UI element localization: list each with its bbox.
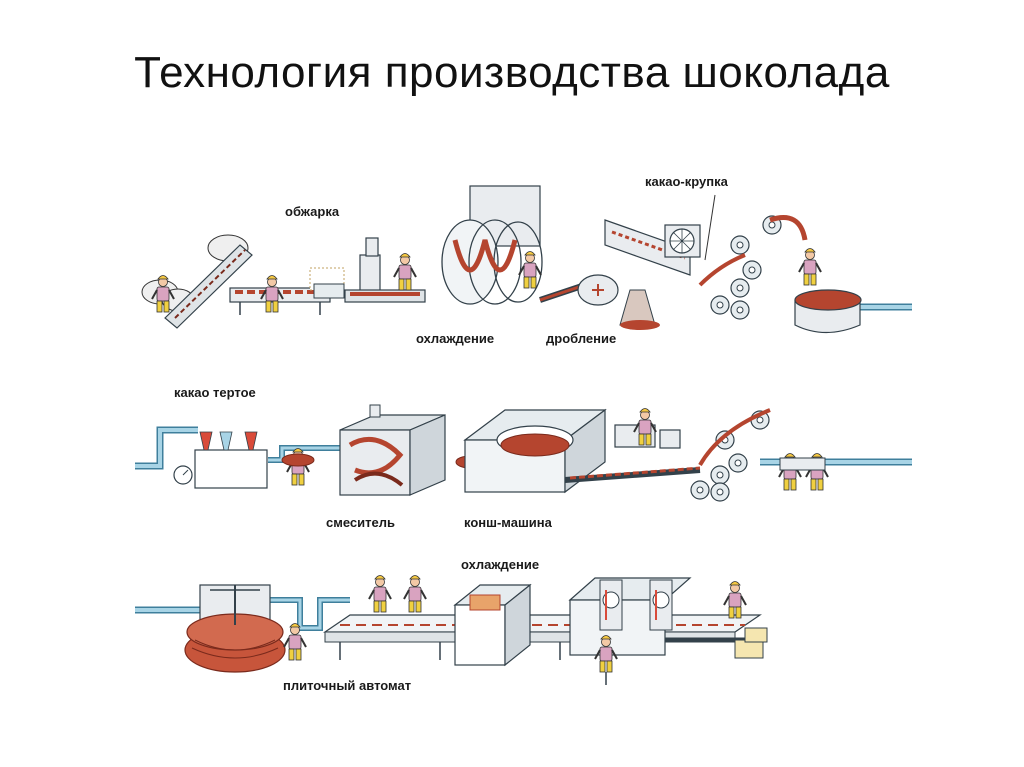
worker-3	[393, 252, 417, 291]
liquor-tank	[173, 431, 268, 489]
worker-12	[403, 574, 427, 613]
label-roasting: обжарка	[285, 204, 340, 219]
cooling-drum	[441, 185, 543, 305]
crusher	[577, 274, 619, 306]
label-cocoa-nibs: какао-крупка	[645, 174, 729, 189]
storage-tank	[184, 584, 286, 673]
label-cooling-2: охлаждение	[461, 557, 539, 572]
cooling-cabinet	[453, 583, 532, 667]
wrapping-machines	[568, 577, 692, 656]
worker-5	[798, 247, 822, 286]
conche-machine	[463, 408, 607, 494]
grinding-rollers	[698, 215, 808, 320]
label-cooling-1: охлаждение	[416, 331, 494, 346]
roaster-flames	[309, 267, 345, 299]
label-conche: конш-машина	[464, 515, 553, 530]
row-3-molding-cooling: охлаждение плиточный автомат	[135, 557, 768, 693]
roaster-machine	[344, 237, 426, 303]
worker-2	[260, 274, 284, 313]
mixer	[339, 404, 446, 496]
row-2-liquor-mixing-conching: какао тертое смеситель конш-машина	[135, 385, 912, 530]
row2-pipe-in	[135, 426, 198, 470]
label-molding: плиточный автомат	[283, 678, 411, 693]
collecting-tank	[794, 289, 862, 334]
row-1-roasting-crushing: обжарка какао-крупка охлаждение дроблени…	[141, 174, 912, 346]
label-mixer: смеситель	[326, 515, 395, 530]
winnower	[604, 219, 701, 330]
worker-11	[368, 574, 392, 613]
refining-rollers	[690, 408, 771, 502]
label-crushing: дробление	[546, 331, 616, 346]
worker-14	[723, 580, 747, 619]
worker-4	[518, 250, 542, 289]
inclined-conveyor	[164, 244, 253, 329]
packing-boxes	[734, 627, 768, 659]
label-cocoa-liquor: какао тертое	[174, 385, 256, 400]
slide-title: Технология производства шоколада	[134, 48, 890, 97]
